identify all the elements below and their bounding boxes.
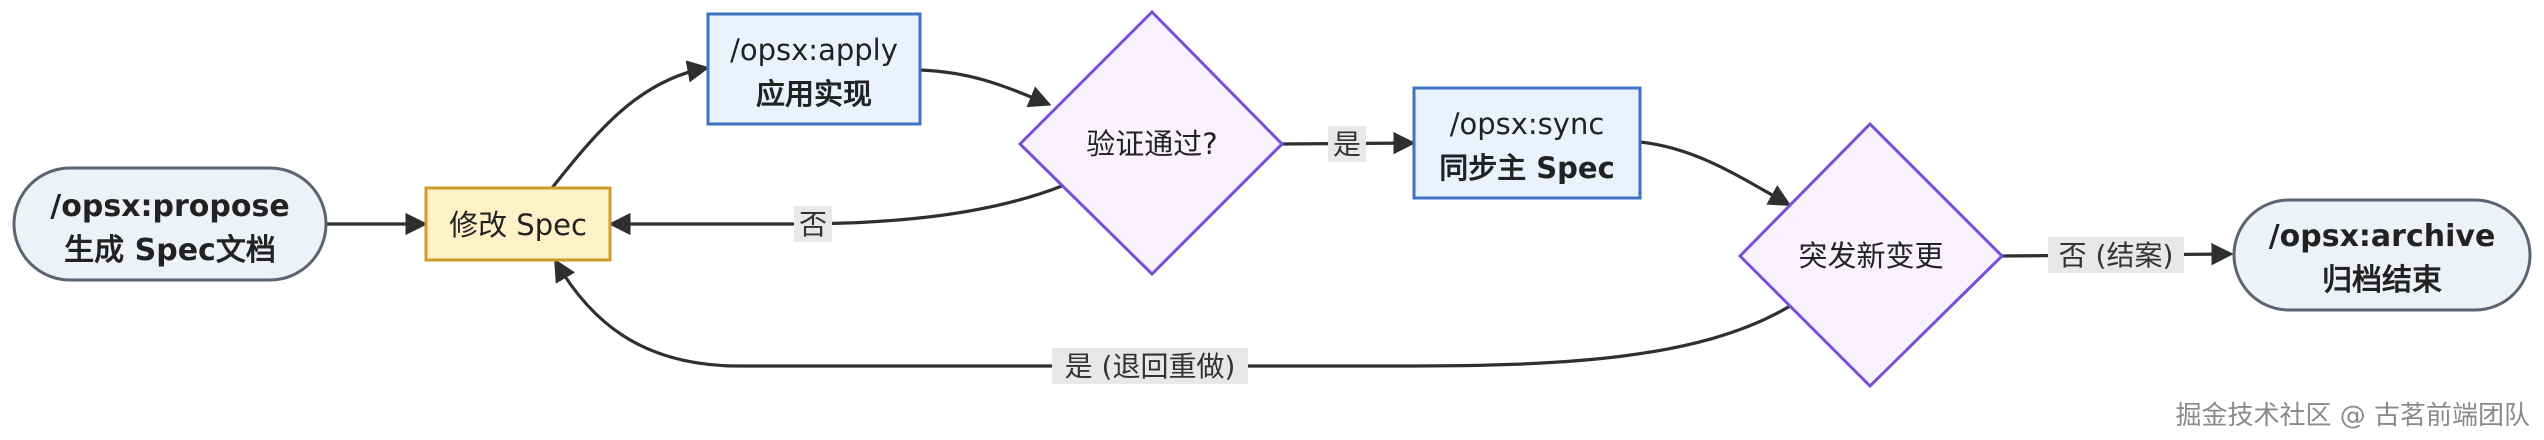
edge-modify-to-apply [550,60,710,189]
node-archive-line2: 归档结束 [2322,263,2442,298]
edge-verify-to-modify [608,184,1063,236]
node-propose: /opsx:propose 生成 Spec文档 [12,166,328,282]
edge-sync-to-change [1639,140,1792,206]
node-apply-line1: /opsx:apply [730,33,898,67]
node-modify-label: 修改 Spec [449,208,587,242]
edge-change-to-modify [554,258,1791,368]
node-propose-line1: /opsx:propose [50,189,289,224]
node-propose-line2: 生成 Spec文档 [64,233,276,268]
edge-label-verify-yes: 是 [1328,126,1366,162]
node-apply: /opsx:apply 应用实现 [706,12,922,126]
node-archive: /opsx:archive 归档结束 [2232,198,2532,312]
node-sync: /opsx:sync 同步主 Spec [1412,86,1642,200]
svg-text:是: 是 [1333,128,1361,161]
node-change-label: 突发新变更 [1798,239,1943,273]
node-archive-line1: /opsx:archive [2269,219,2496,254]
node-verify-label: 验证通过? [1086,127,1217,161]
edge-label-verify-no: 否 [794,206,832,242]
edge-apply-to-verify [919,68,1052,108]
svg-text:是 (退回重做): 是 (退回重做) [1065,350,1236,383]
node-apply-line2: 应用实现 [756,77,872,111]
svg-text:否 (结案): 否 (结案) [2059,239,2174,272]
node-change: 突发新变更 [1737,121,2005,389]
node-verify: 验证通过? [1017,9,1285,277]
node-sync-line1: /opsx:sync [1450,107,1605,141]
edge-label-change-yes: 是 (退回重做) [1052,348,1248,384]
edge-label-change-no: 否 (结案) [2048,237,2184,273]
watermark-text: 掘金技术社区 @ 古茗前端团队 [2175,401,2530,431]
node-modify: 修改 Spec [424,186,612,262]
svg-text:否: 否 [799,208,827,241]
node-sync-line2: 同步主 Spec [1439,151,1615,185]
